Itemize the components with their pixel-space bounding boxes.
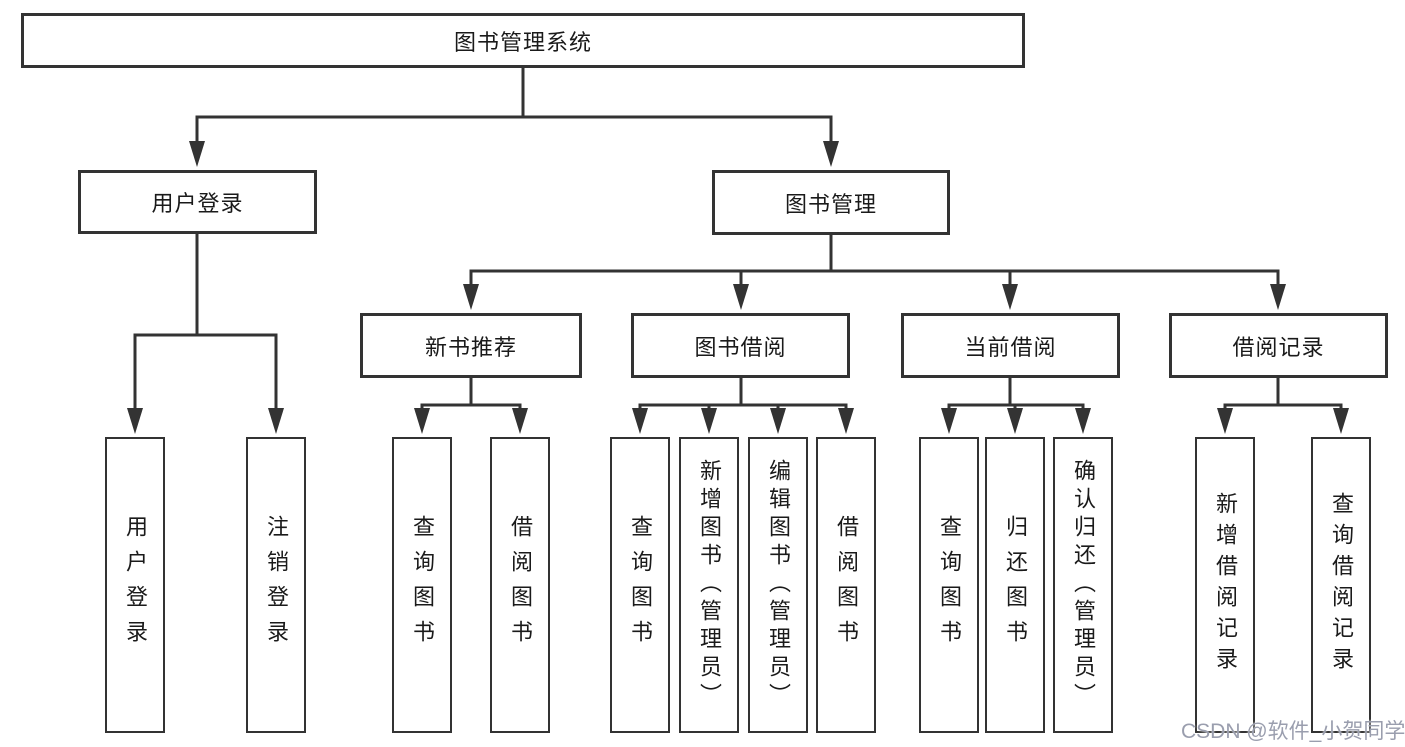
leaf-query-book-recommend-label: 查询图书 xyxy=(410,515,435,655)
connector-segment xyxy=(1270,284,1286,310)
connector-segment xyxy=(512,408,528,434)
connector-segment xyxy=(1217,408,1233,434)
node-user-login: 用户登录 xyxy=(78,170,317,234)
leaf-query-book-borrow: 查询图书 xyxy=(610,437,670,733)
node-current-borrow: 当前借阅 xyxy=(901,313,1120,378)
node-new-book-recommend-label: 新书推荐 xyxy=(424,334,517,360)
leaf-add-borrow-record-label: 新增借阅记录 xyxy=(1213,492,1238,678)
connector-segment xyxy=(1333,408,1349,434)
leaf-add-book-admin-label: 新增图书（管理员） xyxy=(697,459,722,711)
leaf-borrow-book-recommend-label: 借阅图书 xyxy=(508,515,533,655)
leaf-query-book-current: 查询图书 xyxy=(919,437,979,733)
leaf-borrow-book: 借阅图书 xyxy=(816,437,876,733)
leaf-logout-label: 注销登录 xyxy=(264,515,289,655)
leaf-user-login: 用户登录 xyxy=(105,437,165,733)
connector-segment xyxy=(1075,408,1091,434)
leaf-query-borrow-record-label: 查询借阅记录 xyxy=(1329,492,1354,678)
leaf-borrow-book-label: 借阅图书 xyxy=(834,515,859,655)
node-book-management-label: 图书管理 xyxy=(784,191,877,217)
node-library-system-label: 图书管理系统 xyxy=(453,29,592,55)
leaf-query-book-current-label: 查询图书 xyxy=(937,515,962,655)
leaf-borrow-book-recommend: 借阅图书 xyxy=(490,437,550,733)
connector-segment xyxy=(838,408,854,434)
connector-segment xyxy=(632,408,648,434)
connector-segment xyxy=(941,408,957,434)
csdn-watermark: CSDN @软件_小贺同学 xyxy=(1181,720,1405,743)
node-book-borrow-label: 图书借阅 xyxy=(694,334,787,360)
leaf-edit-book-admin: 编辑图书（管理员） xyxy=(748,437,808,733)
leaf-add-book-admin: 新增图书（管理员） xyxy=(679,437,739,733)
connector-segment xyxy=(733,284,749,310)
node-new-book-recommend: 新书推荐 xyxy=(360,313,582,378)
connector-segment xyxy=(189,141,205,167)
node-borrow-record-label: 借阅记录 xyxy=(1232,334,1325,360)
node-user-login-label: 用户登录 xyxy=(151,191,244,216)
connector-segment xyxy=(414,408,430,434)
node-borrow-record: 借阅记录 xyxy=(1169,313,1388,378)
connector-segment xyxy=(1002,284,1018,310)
connector-segment xyxy=(770,408,786,434)
leaf-user-login-label: 用户登录 xyxy=(123,515,148,655)
connector-segment xyxy=(823,141,839,167)
node-current-borrow-label: 当前借阅 xyxy=(964,334,1057,360)
node-book-management: 图书管理 xyxy=(712,170,950,235)
leaf-query-book-borrow-label: 查询图书 xyxy=(628,515,653,655)
node-library-system: 图书管理系统 xyxy=(21,13,1025,68)
leaf-query-borrow-record: 查询借阅记录 xyxy=(1311,437,1371,733)
connector-segment xyxy=(127,408,143,434)
leaf-return-book-label: 归还图书 xyxy=(1003,515,1028,655)
leaf-query-book-recommend: 查询图书 xyxy=(392,437,452,733)
leaf-return-book: 归还图书 xyxy=(985,437,1045,733)
connector-segment xyxy=(268,408,284,434)
leaf-logout: 注销登录 xyxy=(246,437,306,733)
leaf-confirm-return-admin-label: 确认归还（管理员） xyxy=(1071,459,1096,711)
connector-segment xyxy=(463,284,479,310)
leaf-add-borrow-record: 新增借阅记录 xyxy=(1195,437,1255,733)
connector-segment xyxy=(701,408,717,434)
node-book-borrow: 图书借阅 xyxy=(631,313,850,378)
connector-segment xyxy=(1007,408,1023,434)
leaf-edit-book-admin-label: 编辑图书（管理员） xyxy=(766,459,791,711)
leaf-confirm-return-admin: 确认归还（管理员） xyxy=(1053,437,1113,733)
